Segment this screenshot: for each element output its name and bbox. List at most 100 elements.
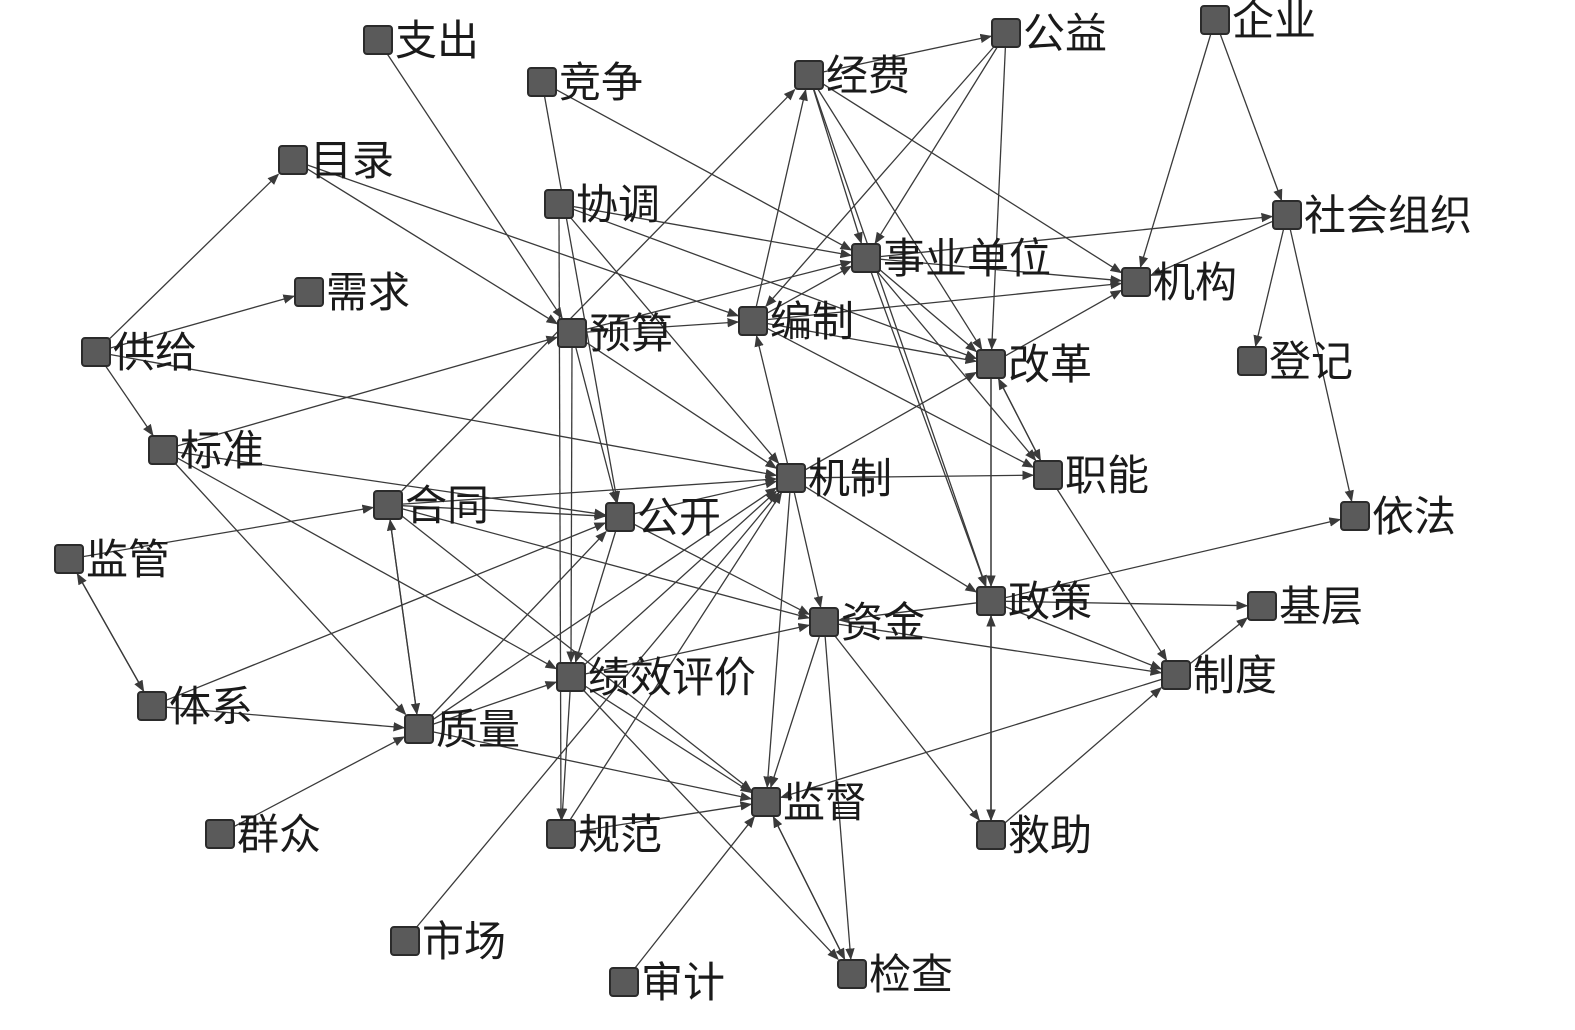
edge-guifan-to-jizhi — [569, 491, 783, 821]
node-label: 事业单位 — [883, 234, 1051, 283]
node-marker — [54, 544, 84, 574]
edge-zhengce-to-zijin — [837, 602, 978, 624]
edge-yusuan-to-jixiaopingjia — [566, 346, 576, 664]
node-marker — [976, 820, 1006, 850]
edge-jingzheng-to-shiyedanwei — [555, 89, 853, 251]
node-marker — [1340, 501, 1370, 531]
edge-biaozhun-to-gongkai — [176, 451, 607, 518]
edge-jingfei-to-jigou — [822, 83, 1123, 274]
edge-jizhi-to-bianzhi — [754, 334, 789, 465]
node-zhidu[interactable]: 制度 — [1161, 651, 1277, 700]
node-marker — [605, 502, 635, 532]
node-yusuan[interactable]: 预算 — [557, 309, 673, 358]
node-jigou[interactable]: 机构 — [1121, 258, 1237, 307]
node-shehuizuzhi[interactable]: 社会组织 — [1272, 191, 1472, 240]
node-label: 改革 — [1008, 340, 1092, 389]
edge-yusuan-to-jizhi — [585, 341, 778, 469]
edge-zhineng-to-zhidu — [1056, 488, 1168, 662]
edge-hetong-to-gongkai — [401, 505, 607, 521]
node-marker — [794, 60, 824, 90]
node-label: 供给 — [113, 328, 197, 377]
node-jianguan[interactable]: 监管 — [54, 535, 170, 584]
edge-zhiliang-to-jizhi — [432, 487, 778, 721]
node-jiceng[interactable]: 基层 — [1247, 582, 1363, 631]
edge-zhichu-to-yusuan — [386, 53, 563, 320]
node-biaozhun[interactable]: 标准 — [148, 426, 264, 475]
node-marker — [776, 463, 806, 493]
node-yifa[interactable]: 依法 — [1340, 492, 1456, 541]
node-zhineng[interactable]: 职能 — [1033, 451, 1149, 500]
node-tixi[interactable]: 体系 — [137, 682, 253, 731]
node-gaige[interactable]: 改革 — [976, 340, 1092, 389]
edge-jizhi-to-jiandu — [763, 491, 791, 789]
node-jingfei[interactable]: 经费 — [794, 51, 910, 100]
edge-gongkai-to-jixiaopingjia — [574, 530, 617, 664]
node-label: 职能 — [1065, 451, 1149, 500]
node-jiancha[interactable]: 检查 — [837, 950, 953, 999]
edge-gongji-to-mulu — [109, 173, 280, 339]
node-label: 检查 — [869, 950, 953, 999]
node-xietiao[interactable]: 协调 — [544, 180, 660, 229]
node-jingzheng[interactable]: 竞争 — [527, 58, 643, 107]
node-zhiliang[interactable]: 质量 — [404, 705, 520, 754]
edge-jizhi-to-zijin — [793, 491, 823, 609]
edge-gongkai-to-jizhi — [633, 479, 778, 515]
node-bianzhi[interactable]: 编制 — [738, 297, 854, 346]
node-shichang[interactable]: 市场 — [390, 917, 506, 966]
edge-yusuan-to-bianzhi — [585, 318, 740, 333]
node-jizhi[interactable]: 机制 — [776, 454, 892, 503]
node-jiuzhu[interactable]: 救助 — [976, 811, 1092, 860]
edge-jixiaopingjia-to-zijin — [584, 622, 811, 675]
node-shenji[interactable]: 审计 — [609, 958, 725, 1007]
edge-jiuzhu-to-zhidu — [1004, 687, 1163, 824]
node-zhengce[interactable]: 政策 — [976, 577, 1092, 626]
node-gongyi[interactable]: 公益 — [991, 9, 1107, 58]
node-marker — [148, 435, 178, 465]
edge-xietiao-to-shiyedanwei — [572, 205, 853, 259]
node-label: 规范 — [578, 810, 662, 859]
node-zhichu[interactable]: 支出 — [363, 16, 479, 65]
node-hetong[interactable]: 合同 — [373, 481, 489, 530]
node-gongkai[interactable]: 公开 — [605, 493, 721, 542]
node-gongji[interactable]: 供给 — [81, 328, 197, 377]
node-marker — [137, 691, 167, 721]
edge-jixiaopingjia-to-jizhi — [584, 490, 778, 665]
node-jiandu[interactable]: 监督 — [751, 778, 867, 827]
node-label: 监管 — [86, 535, 170, 584]
edge-hetong-to-jizhi — [401, 475, 778, 505]
node-xuqiu[interactable]: 需求 — [294, 268, 410, 317]
node-shiyedanwei[interactable]: 事业单位 — [851, 234, 1051, 283]
node-marker — [609, 967, 639, 997]
node-mulu[interactable]: 目录 — [278, 136, 394, 185]
edge-jizhi-to-zhengce — [804, 486, 978, 593]
edge-jixiaopingjia-to-jiandu — [584, 685, 753, 794]
node-jixiaopingjia[interactable]: 绩效评价 — [556, 653, 756, 702]
edge-shehuizuzhi-to-yifa — [1289, 228, 1354, 503]
node-marker — [390, 926, 420, 956]
node-qunzhong[interactable]: 群众 — [205, 810, 321, 859]
edge-zhengce-to-zhidu — [1004, 605, 1163, 670]
edge-jingzheng-to-gongkai — [543, 95, 621, 504]
edge-tixi-to-gongkai — [165, 522, 607, 701]
edge-jingfei-to-zhengce — [813, 88, 987, 588]
node-zijin[interactable]: 资金 — [809, 598, 925, 647]
edge-yusuan-to-shiyedanwei — [585, 259, 853, 331]
node-marker — [976, 349, 1006, 379]
node-dengji[interactable]: 登记 — [1237, 337, 1353, 386]
edge-zhiliang-to-jixiaopingjia — [432, 681, 558, 725]
edge-biaozhun-to-zhiliang — [175, 463, 407, 716]
edge-gongji-to-xuqiu — [109, 294, 296, 349]
node-marker — [205, 819, 235, 849]
node-marker — [363, 25, 393, 55]
node-marker — [1161, 660, 1191, 690]
edge-qunzhong-to-zhiliang — [233, 736, 406, 828]
edge-zhengce-to-yifa — [1004, 517, 1342, 599]
node-qiye[interactable]: 企业 — [1200, 0, 1316, 45]
node-marker — [851, 243, 881, 273]
edge-gongkai-to-zijin — [633, 523, 811, 615]
node-marker — [81, 337, 111, 367]
node-guifan[interactable]: 规范 — [546, 810, 662, 859]
node-label: 经费 — [826, 51, 910, 100]
edge-jixiaopingjia-to-guifan — [557, 690, 571, 821]
